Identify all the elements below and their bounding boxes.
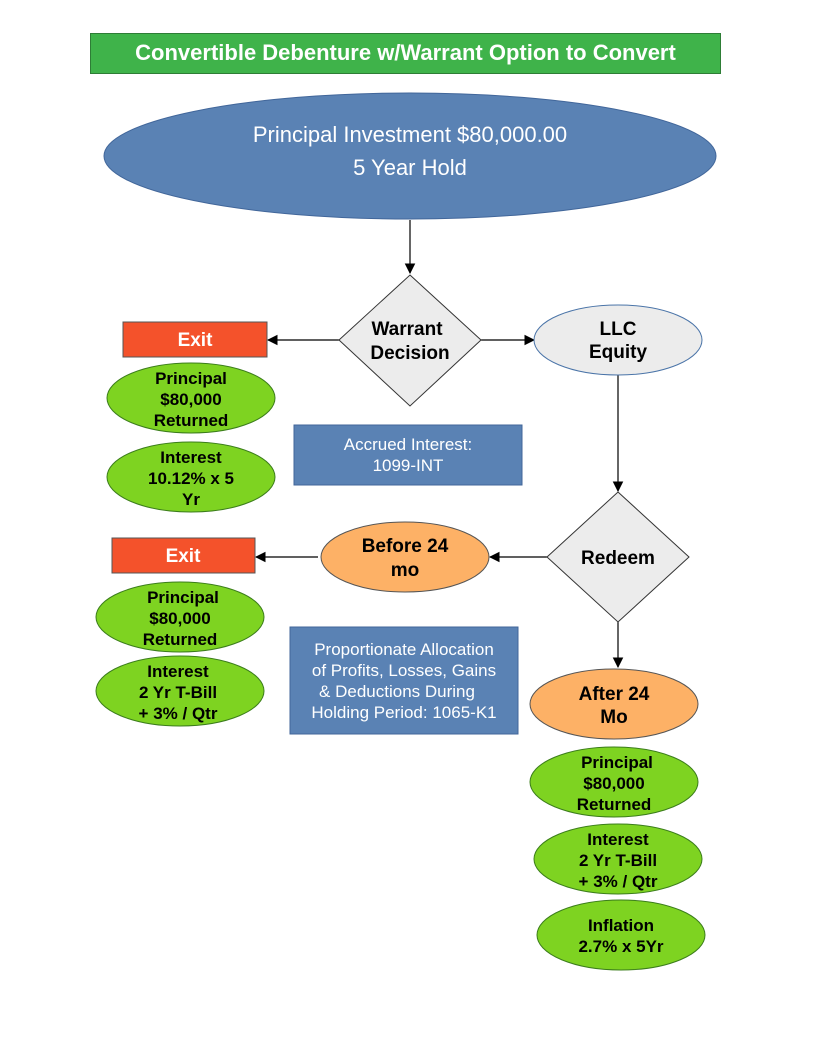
exit-top-principal-line3: Returned [154,411,229,430]
llc-equity-line1: LLC [600,319,637,340]
after-principal-line2: $80,000 [583,774,644,793]
warrant-decision-line1: Warrant [371,319,443,340]
principal-investment-line1: Principal Investment $80,000.00 [253,122,567,147]
connectors [254,220,624,669]
accrued-interest-line1: Accrued Interest: [344,435,473,454]
llc-equity-node: LLC Equity [533,304,703,376]
before-24-line2: mo [391,560,420,581]
exit-bottom-interest-line3: + 3% / Qtr [139,704,218,723]
allocation-line1: Proportionate Allocation [314,640,494,659]
principal-investment-line2: 5 Year Hold [353,155,467,180]
exit-top-box: Exit [122,321,268,358]
exit-bottom-label: Exit [166,546,202,567]
exit-top-label: Exit [178,330,214,351]
exit-top-interest-node: Interest 10.12% x 5 Yr [106,441,276,513]
after-24-line1: After 24 [579,684,650,705]
after-interest-line3: + 3% / Qtr [579,872,658,891]
warrant-decision-line2: Decision [370,343,449,364]
after-inflation-node: Inflation 2.7% x 5Yr [536,899,706,971]
llc-equity-line2: Equity [589,342,647,363]
exit-top-principal-node: Principal $80,000 Returned [106,362,276,434]
after-inflation-line1: Inflation [588,916,654,935]
allocation-line3: & Deductions During [319,682,475,701]
principal-investment-node: Principal Investment $80,000.00 5 Year H… [103,92,717,220]
warrant-decision-node: Warrant Decision [338,274,482,407]
exit-bottom-principal-line1: Principal [147,588,219,607]
redeem-label: Redeem [581,548,655,569]
after-24-node: After 24 Mo [529,668,699,740]
allocation-line2: of Profits, Losses, Gains [312,661,496,680]
after-interest-line1: Interest [587,830,649,849]
exit-bottom-interest-line1: Interest [147,662,209,681]
after-24-line2: Mo [600,707,627,728]
after-interest-line2: 2 Yr T-Bill [579,851,657,870]
exit-bottom-interest-node: Interest 2 Yr T-Bill + 3% / Qtr [95,655,265,727]
exit-bottom-interest-line2: 2 Yr T-Bill [139,683,217,702]
exit-top-principal-line1: Principal [155,369,227,388]
after-principal-node: Principal $80,000 Returned [529,746,699,818]
before-24-node: Before 24 mo [320,521,490,593]
after-inflation-line2: 2.7% x 5Yr [578,937,663,956]
exit-top-principal-line2: $80,000 [160,390,221,409]
before-24-line1: Before 24 [362,536,449,557]
exit-top-interest-line1: Interest [160,448,222,467]
allocation-box: Proportionate Allocation of Profits, Los… [289,626,519,735]
exit-bottom-principal-line3: Returned [143,630,218,649]
after-interest-node: Interest 2 Yr T-Bill + 3% / Qtr [533,823,703,895]
after-principal-line3: Returned [577,795,652,814]
exit-bottom-principal-line2: $80,000 [149,609,210,628]
accrued-interest-box: Accrued Interest: 1099-INT [293,424,523,486]
exit-bottom-principal-node: Principal $80,000 Returned [95,581,265,653]
accrued-interest-line2: 1099-INT [373,456,444,475]
exit-bottom-box: Exit [111,537,256,574]
allocation-line4: Holding Period: 1065-K1 [311,703,496,722]
page-title: Convertible Debenture w/Warrant Option t… [90,33,721,74]
after-principal-line1: Principal [581,753,653,772]
redeem-node: Redeem [546,491,690,623]
exit-top-interest-line3: Yr [182,490,200,509]
exit-top-interest-line2: 10.12% x 5 [148,469,234,488]
